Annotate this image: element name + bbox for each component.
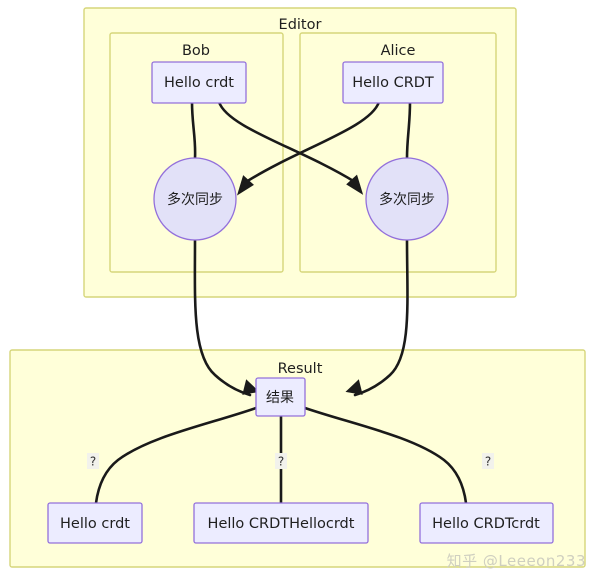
edge-alicedoc-to-alicesync (405, 100, 412, 160)
cluster-bob-label: Bob (182, 43, 210, 59)
edge-label-bg-3 (482, 453, 494, 469)
node-result[interactable] (255, 377, 306, 417)
cluster-alice-label: Alice (381, 43, 416, 59)
cluster-result-label: Result (278, 361, 323, 377)
node-alice-sync[interactable] (365, 157, 449, 241)
edge-label-outcome-3: ? (485, 455, 491, 469)
edge-label-outcome-2: ? (278, 455, 284, 469)
node-alice-doc-label: Hello CRDT (352, 75, 434, 91)
arrowhead-bobsync-to-result (242, 379, 260, 395)
node-bob-doc[interactable] (151, 61, 247, 104)
edge-bobsync-to-result (193, 238, 252, 397)
node-result-label: 结果 (266, 390, 294, 406)
edge-label-outcome-1: ? (90, 455, 96, 469)
edge-alicedoc-to-bobsync (244, 100, 381, 184)
arrowhead-bobdoc-to-alicesync (346, 174, 364, 195)
node-bob-doc-label: Hello crdt (164, 75, 234, 91)
node-outcome-3-label: Hello CRDTcrdt (432, 516, 540, 532)
node-outcome-1-label: Hello crdt (60, 516, 130, 532)
edge-alicesync-to-result (353, 238, 409, 397)
node-bob-sync[interactable] (153, 157, 237, 241)
node-bob-sync-label: 多次同步 (167, 191, 223, 208)
edge-bobdoc-to-alicesync (217, 100, 357, 184)
arrowhead-alicesync-to-result (345, 379, 363, 395)
edge-label-bg-1 (87, 453, 99, 469)
edge-label-bg-2 (275, 453, 287, 469)
arrowhead-alicedoc-to-bobsync (237, 175, 254, 196)
cluster-editor-label: Editor (279, 17, 322, 33)
edge-result-to-outcome-3 (303, 406, 468, 505)
node-alice-doc[interactable] (342, 61, 444, 104)
edge-bobdoc-to-bobsync (190, 100, 197, 160)
node-alice-sync-label: 多次同步 (379, 191, 435, 208)
node-outcome-3[interactable] (419, 502, 554, 544)
node-outcome-2[interactable] (193, 502, 369, 544)
node-outcome-1[interactable] (47, 502, 143, 544)
node-outcome-2-label: Hello CRDTHellocrdt (208, 516, 355, 532)
edge-result-to-outcome-1 (94, 406, 258, 505)
